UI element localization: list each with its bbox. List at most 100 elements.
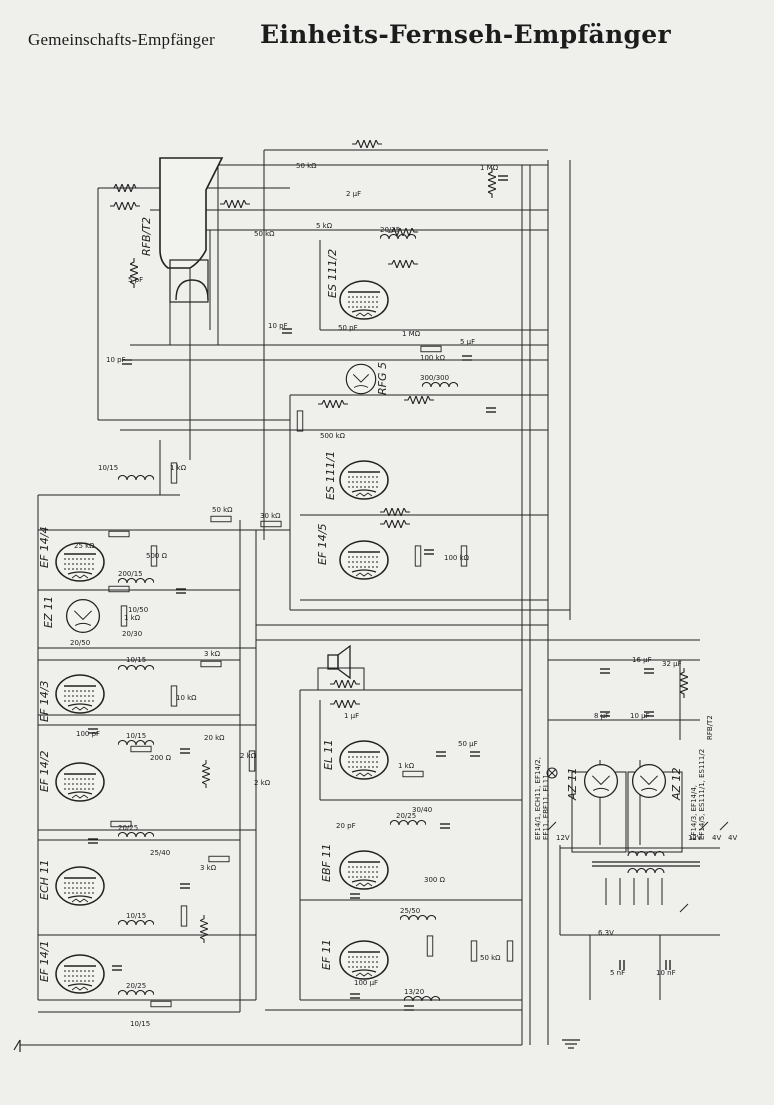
- supply-labels: 12V 4V 6.3V 12V 4V: [556, 834, 737, 937]
- resistor-label: 25 kΩ: [74, 542, 95, 550]
- resistor-label: 10 kΩ: [176, 694, 197, 702]
- resistor-label: 1 kΩ: [124, 614, 141, 622]
- tube-ez11: EZ 11: [42, 596, 101, 634]
- capacitor-label: 1 µF: [344, 712, 359, 720]
- resistor-label: 50 kΩ: [480, 954, 501, 962]
- coil-label: 10/15: [126, 912, 146, 920]
- resistor-label: 500 Ω: [146, 552, 168, 560]
- tube-label-ebf11: EBF 11: [320, 844, 333, 882]
- coil-label: 30/40: [412, 806, 432, 814]
- coil-label: 200/15: [118, 570, 143, 578]
- capacitor-label: 5 pF: [128, 276, 143, 284]
- power-transformer: [592, 851, 700, 905]
- tube-ef14-2: EF 14/2: [38, 751, 105, 802]
- resistor-label: 3 kΩ: [204, 650, 221, 658]
- tube-ech11: ECH 11: [38, 860, 105, 906]
- tube-label-ef14-2: EF 14/2: [38, 751, 51, 792]
- capacitor-label: 10 µF: [630, 712, 650, 720]
- tube-label-ef11: EF 11: [320, 939, 333, 970]
- coil-label: 20/30: [122, 630, 142, 638]
- capacitor-label: 5 nF: [610, 969, 625, 977]
- capacitor-label: 10 pF: [268, 322, 288, 330]
- tube-ebf11: EBF 11: [320, 844, 389, 890]
- resistor-label: 50 kΩ: [296, 162, 317, 170]
- capacitor-label: 16 µF: [632, 656, 652, 664]
- tube-label-el11: EL 11: [322, 739, 335, 770]
- tube-label-es111-1: ES 111/1: [324, 451, 337, 500]
- capacitor-label: 32 µF: [662, 660, 682, 668]
- tube-label-az11: AZ 11: [566, 767, 579, 801]
- resistor-label: 1 MΩ: [402, 330, 421, 338]
- coil-label: 13/20: [404, 988, 424, 996]
- coil-labels: 10/15 200/15 10/15 10/15 20/25 10/15 20/…: [70, 226, 449, 1028]
- coils: [118, 234, 458, 1002]
- coil-label: 20/25: [396, 812, 416, 820]
- coil-label: 10/15: [98, 464, 118, 472]
- supply-label-5: 4V: [728, 834, 737, 842]
- resistor-label: 5 kΩ: [316, 222, 333, 230]
- resistor-label: 50 kΩ: [254, 230, 275, 238]
- capacitor-label: 20 pF: [336, 822, 356, 830]
- resistor-label: 100 kΩ: [420, 354, 446, 362]
- tube-label-es111-2: ES 111/2: [326, 249, 339, 298]
- heater-note-right-3: RFB/T2: [706, 715, 714, 740]
- heater-note-right-2: EF14/5, ES111/1, ES111/2: [698, 749, 706, 840]
- tube-ef14-1: EF 14/1: [38, 941, 105, 994]
- tube-label-ez11: EZ 11: [42, 596, 55, 628]
- supply-label-1: 12V: [556, 834, 570, 842]
- tube-rfg5: RFG 5: [345, 362, 389, 395]
- heater-notes: EF14/1, ECH11, EF14/2, EF11, EBF11, EL11…: [534, 715, 714, 840]
- tube-label-ech11: ECH 11: [38, 860, 51, 900]
- coil-label: 20/35: [380, 226, 400, 234]
- capacitor-label: 10 nF: [656, 969, 676, 977]
- capacitor-label: 5 µF: [460, 338, 475, 346]
- tube-ef14-3: EF 14/3: [38, 674, 105, 722]
- capacitor-label: 50 µF: [458, 740, 478, 748]
- tube-az12: AZ 12: [627, 763, 683, 853]
- coil-label: 10/15: [126, 656, 146, 664]
- resistor-label: 3 kΩ: [200, 864, 217, 872]
- tube-ef14-5: EF 14/5: [316, 524, 389, 580]
- tube-es111-2: ES 111/2: [326, 249, 389, 320]
- capacitor-label: 100 pF: [76, 730, 100, 738]
- heater-note-left-1: EF14/1, ECH11, EF14/2,: [534, 757, 542, 840]
- resistor-label: 1 MΩ: [480, 164, 499, 172]
- crt-tube: RFB/T2: [140, 157, 224, 303]
- tube-el11: EL 11: [322, 739, 389, 780]
- coil-label: 20/50: [70, 639, 90, 647]
- tube-label-rfg5: RFG 5: [376, 362, 389, 395]
- heater-note-left-2: EF11, EBF11, EL11: [542, 774, 550, 840]
- coil-label: 20/25: [118, 824, 138, 832]
- tube-label-ef14-1: EF 14/1: [38, 941, 51, 982]
- resistor-label: 2 kΩ: [240, 752, 257, 760]
- resistor-label: 30 kΩ: [260, 512, 281, 520]
- tube-label-az12: AZ 12: [670, 767, 683, 801]
- tube-label-ef14-4: EF 14/4: [38, 527, 51, 568]
- coil-label: 20/25: [126, 982, 146, 990]
- supply-label-2: 4V: [712, 834, 721, 842]
- tube-label-ef14-5: EF 14/5: [316, 524, 329, 565]
- heater-note-right-1: EF14/3, EF14/4,: [690, 785, 698, 840]
- tube-label-ef14-3: EF 14/3: [38, 681, 51, 722]
- capacitor-label: 50 pF: [338, 324, 358, 332]
- component-labels: 50 kΩ 25 kΩ 1 MΩ 5 kΩ 50 kΩ 3 kΩ 50 kΩ 1…: [74, 162, 682, 987]
- capacitor-label: 10 pF: [106, 356, 126, 364]
- capacitor-label: 8 µF: [594, 712, 609, 720]
- ground-symbols: [13, 1039, 580, 1052]
- coil-label: 10/50: [128, 606, 148, 614]
- resistor-label: 20 kΩ: [204, 734, 225, 742]
- resistor-label: 2 kΩ: [254, 779, 271, 787]
- supply-label-3: 6.3V: [598, 929, 614, 937]
- capacitor-label: 100 µF: [354, 979, 378, 987]
- resistor-label: 300 Ω: [424, 876, 446, 884]
- fixed-resistors: [108, 345, 514, 1008]
- coil-label: 10/15: [130, 1020, 150, 1028]
- tube-ef14-4: EF 14/4: [38, 527, 105, 582]
- capacitor-label: 2 µF: [346, 190, 361, 198]
- subtitle: Gemeinschafts-Empfänger: [28, 30, 215, 49]
- coil-label: 10/15: [126, 732, 146, 740]
- resistor-label: 200 Ω: [150, 754, 172, 762]
- crt-label: RFB/T2: [140, 217, 153, 256]
- tube-ef11: EF 11: [320, 939, 389, 980]
- page-header: Gemeinschafts-Empfänger Einheits-Fernseh…: [28, 20, 758, 60]
